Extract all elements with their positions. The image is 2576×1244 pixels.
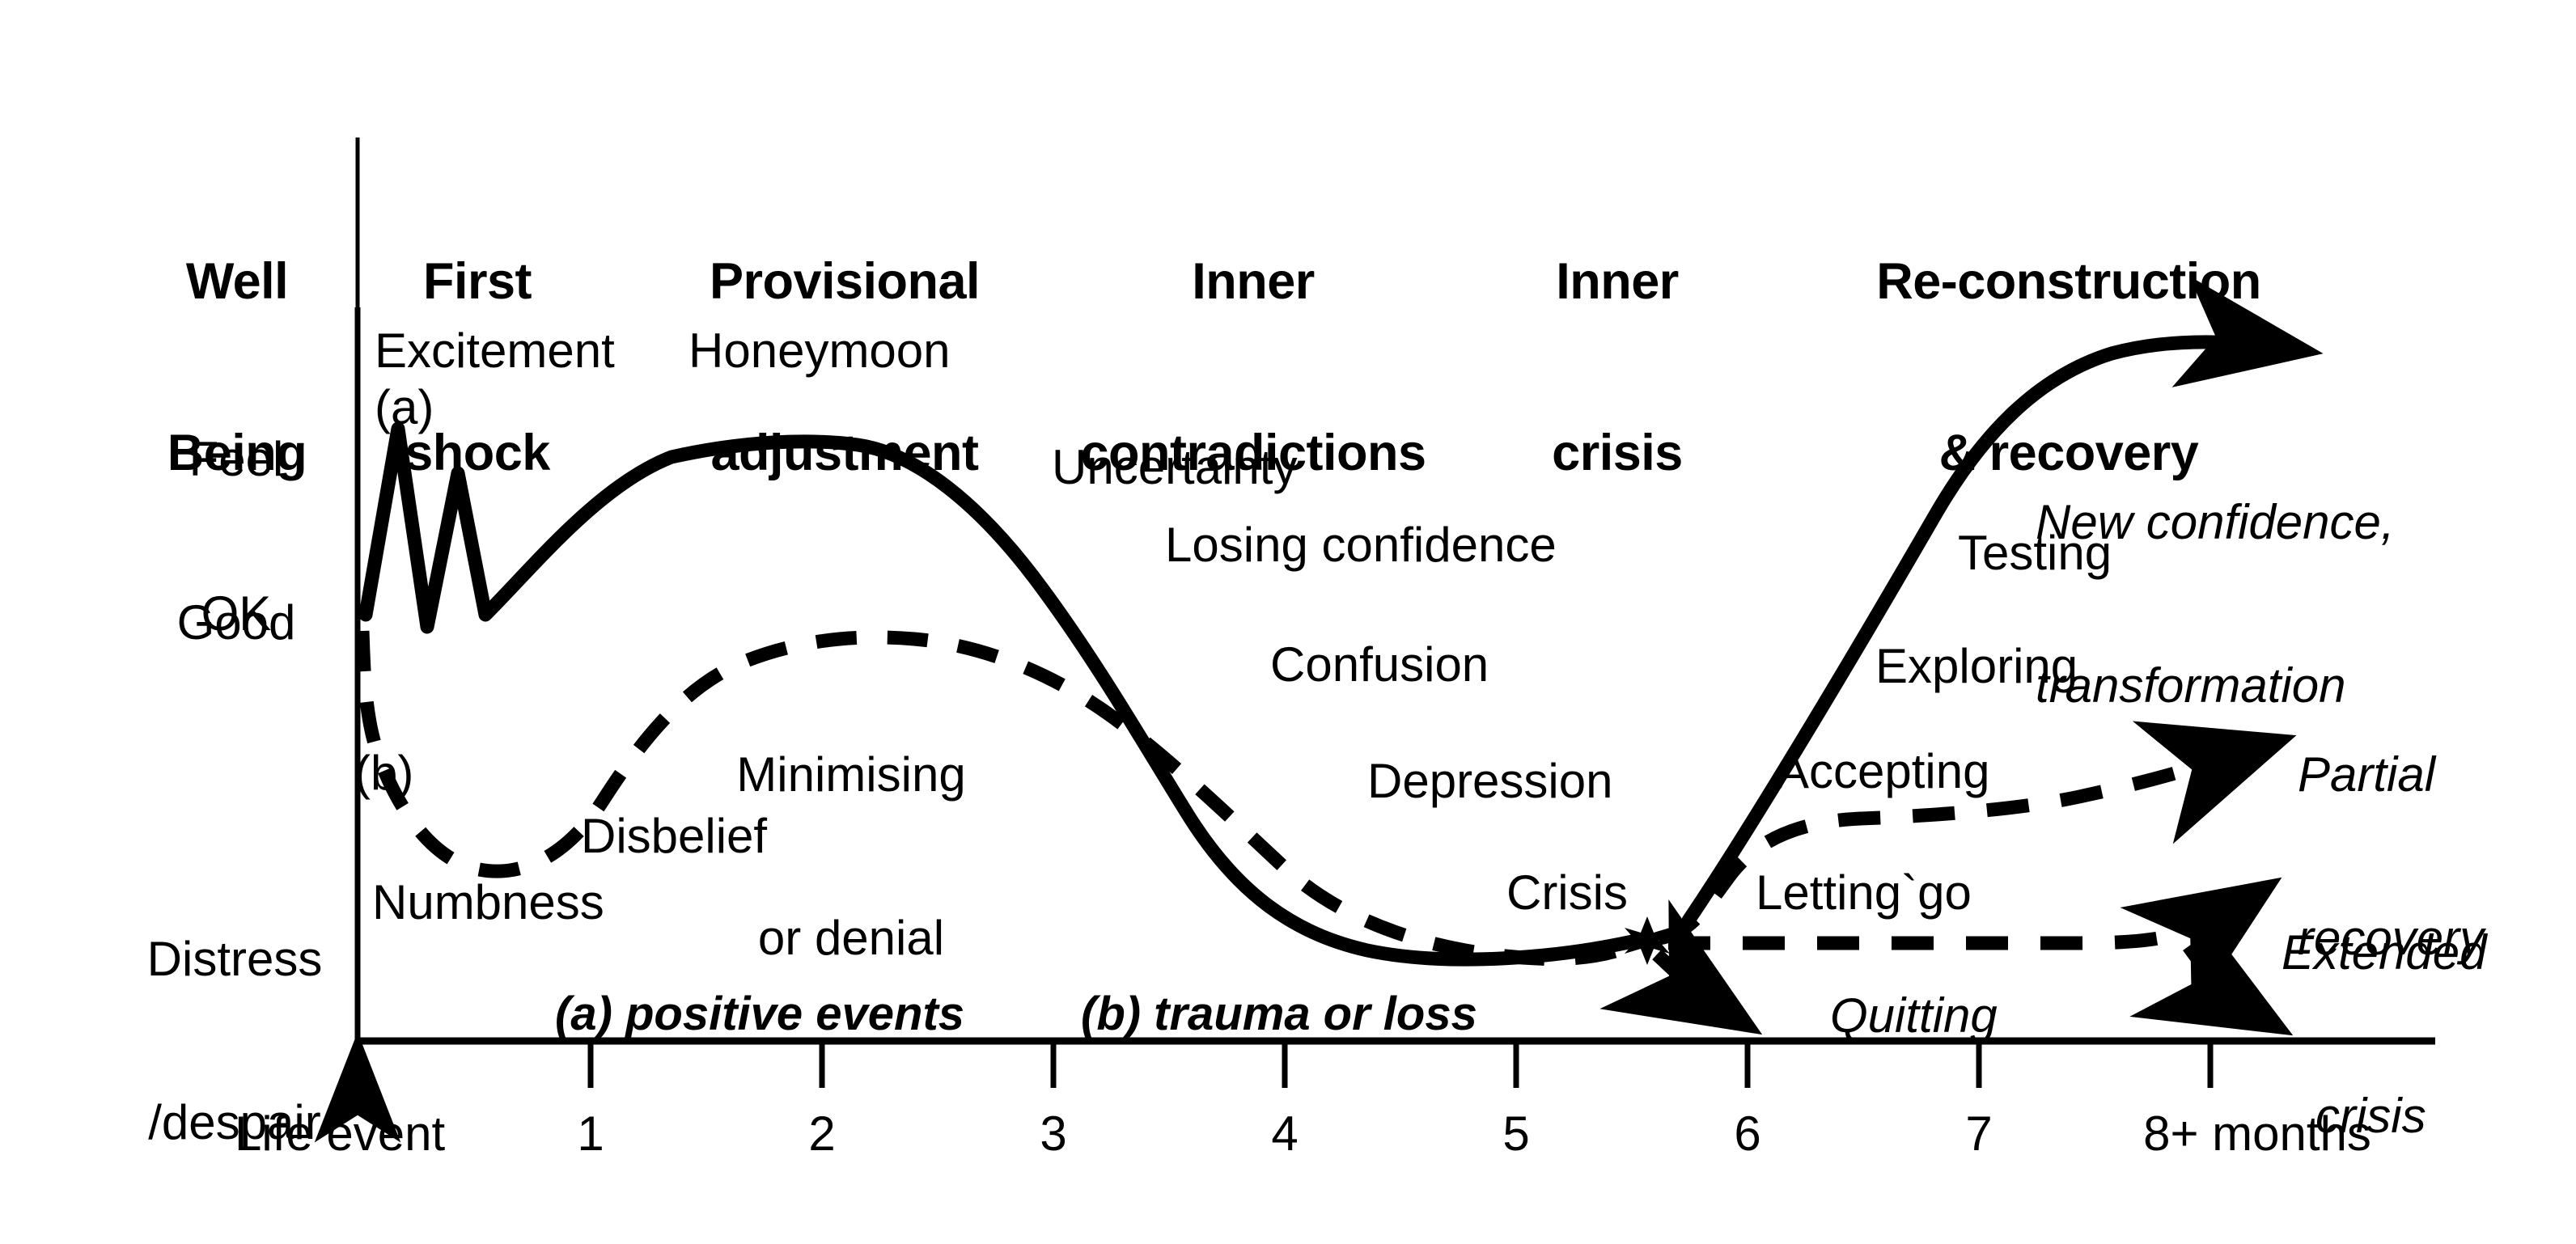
annotation-numbness: Numbness [372, 875, 604, 929]
phase-header-line2: shock [405, 424, 550, 481]
x-tick-8-plus-months: 8+ months [2143, 1106, 2371, 1161]
phase-header-inner-contradictions: Inner contradictions [978, 139, 1528, 595]
x-tick-5: 5 [1502, 1106, 1530, 1161]
phase-header-line2: adjustment [710, 424, 979, 481]
axis-title-wellbeing: Well Being [104, 139, 371, 595]
branch-partial-recovery [1657, 721, 2297, 946]
legend-item-b: (b) trauma or loss [1081, 988, 1477, 1040]
phase-header-line2: & recovery [1938, 424, 2199, 481]
annotation-accepting: Accepting [1777, 744, 1990, 798]
x-tick-6: 6 [1734, 1106, 1761, 1161]
y-label-line2: Good [176, 594, 296, 650]
annotation-line1: New confidence, [2036, 495, 2395, 550]
branch-crisis-decline [2129, 904, 2294, 1036]
annotation-quitting: Quitting [1830, 988, 1998, 1043]
annotation-depression: Depression [1367, 754, 1613, 808]
y-label-distress: Distress /despair [77, 823, 392, 1244]
phase-header-first-shock: First shock [324, 139, 631, 595]
annotation-marker-a: (a) [375, 380, 434, 434]
annotation-new-confidence: New confidence, transformation [2036, 387, 2395, 822]
annotation-uncertainty: Uncertainty [1052, 440, 1298, 494]
annotation-losing-confidence: Losing confidence [1165, 518, 1557, 572]
phase-header-line2: contradictions [1080, 424, 1426, 481]
phase-header-inner-crisis: Inner crisis [1455, 139, 1779, 595]
curve-recovery-rise [1681, 276, 2324, 928]
x-tick-1: 1 [577, 1106, 604, 1161]
phase-header-line1: Inner [1192, 253, 1315, 311]
annotation-line1: Partial [2298, 747, 2436, 802]
annotation-exploring: Exploring [1875, 639, 2078, 693]
x-label-life-event: Life event [235, 1106, 446, 1161]
x-tick-2: 2 [808, 1106, 836, 1161]
annotation-extended-crisis: Extended crisis [2282, 817, 2487, 1244]
annotation-marker-b: (b) [354, 746, 414, 800]
annotation-line2: crisis [2315, 1088, 2426, 1143]
annotation-confusion: Confusion [1270, 637, 1489, 692]
annotation-line2: recovery [2298, 910, 2485, 965]
annotation-crisis: Crisis [1506, 865, 1628, 920]
phase-header-reconstruction-recovery: Re-construction & recovery [1761, 139, 2376, 595]
annotation-line1: Minimising [736, 747, 966, 802]
axis-title-line1: Well [185, 253, 289, 311]
curve-trauma-loss [355, 630, 1650, 966]
x-axis-ticks [587, 1041, 2214, 1088]
y-label-feel-good: Feel Good [107, 324, 366, 759]
crisis-star-icon [1625, 916, 1670, 965]
axis-title-line2: Being [167, 424, 307, 481]
annotation-disbelief: Disbelief [581, 809, 768, 863]
annotation-honeymoon: Honeymoon [688, 324, 951, 378]
phase-header-line1: Inner [1556, 253, 1679, 311]
curve-positive-events [358, 421, 1654, 967]
phase-header-line1: Provisional [709, 253, 981, 311]
annotation-testing: Testing [1958, 526, 2112, 580]
annotation-line2: or denial [757, 910, 945, 965]
annotation-excitement: Excitement [375, 324, 615, 378]
y-label-ok: OK [201, 586, 272, 641]
x-tick-7: 7 [1965, 1106, 1993, 1161]
annotation-line1: Extended [2282, 925, 2487, 980]
y-label-line1: Feel [189, 432, 284, 487]
phase-header-line1: First [422, 253, 532, 311]
annotation-partial-recovery: Partial recovery [2298, 639, 2484, 1074]
phase-header-line1: Re-construction [1876, 253, 2261, 311]
annotation-line2: transformation [2036, 658, 2346, 713]
annotation-letting-go: Letting`go [1756, 865, 1972, 920]
legend-item-a: (a) positive events [555, 988, 965, 1040]
annotation-minimising-or-denial: Minimising or denial [689, 639, 1013, 1074]
x-tick-4: 4 [1271, 1106, 1299, 1161]
y-label-line2: /despair [148, 1094, 321, 1149]
x-tick-3: 3 [1040, 1106, 1067, 1161]
phase-header-provisional-adjustment: Provisional adjustment [594, 139, 1095, 595]
branch-quitting [1599, 899, 1763, 1035]
y-label-line1: Distress [146, 932, 323, 987]
phase-header-line2: crisis [1552, 424, 1683, 481]
